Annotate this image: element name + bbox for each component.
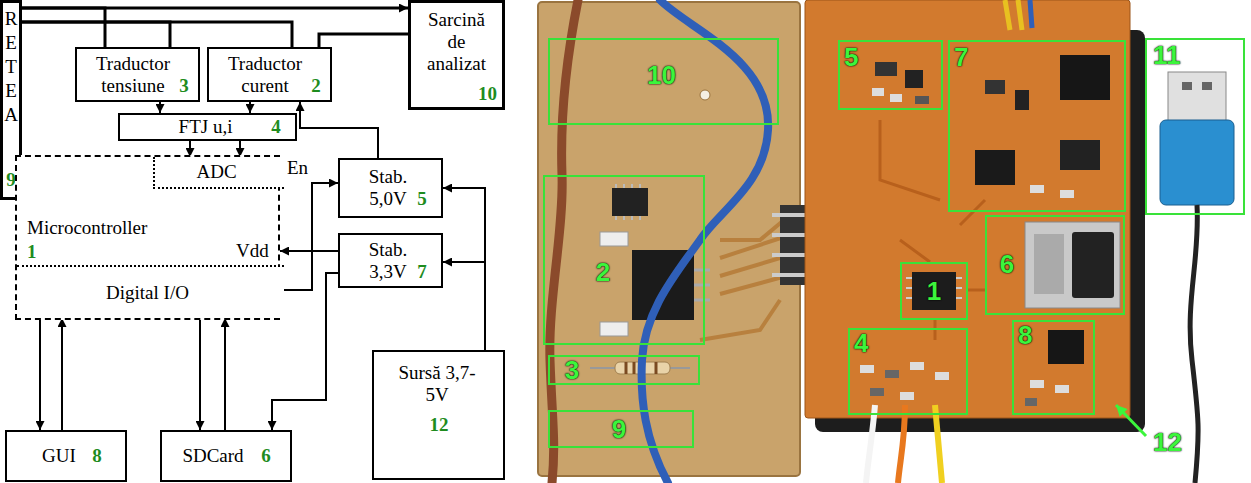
callout-number: 10: [550, 62, 773, 88]
photo-callout-box: 9: [548, 410, 694, 448]
connector-arrow: [224, 318, 226, 430]
photo-callout-box: 6: [985, 215, 1125, 315]
callout-number: 5: [414, 188, 430, 210]
callout-number: 12: [1153, 428, 1182, 456]
node-text: Stab. 5,0V: [358, 166, 418, 210]
callout-number: 2: [308, 75, 324, 97]
node-text: Microcontroller: [27, 217, 197, 239]
node-text: Digital I/O: [17, 282, 278, 304]
connector-arrow: [22, 22, 292, 47]
node-text: R E T E A: [3, 7, 19, 127]
usb-stick: [1160, 72, 1234, 483]
callout-number: 4: [268, 116, 284, 138]
connector-arrow: [443, 188, 485, 350]
regulator-box: Stab. 3,3V7: [338, 233, 443, 288]
photo-callout-box: 7: [948, 40, 1126, 212]
callout-number: 4: [854, 330, 874, 356]
connector-arrow: [39, 318, 41, 430]
regulator-box: Stab. 5,0V5: [338, 158, 443, 218]
sdcard-box: SDCard6: [160, 430, 292, 482]
edge-label: En: [287, 158, 308, 178]
node-text: ADC: [155, 161, 278, 183]
load-block: Sarcină de analizat 10: [408, 0, 505, 110]
callout-number: 5: [844, 44, 864, 70]
connector-arrow: [22, 22, 170, 47]
connector-arrow: [199, 318, 201, 430]
connector-arrow: [280, 250, 338, 252]
callout-number: 10: [461, 83, 497, 105]
filter-box: FTJ u,i4: [118, 113, 297, 141]
current-transducer-box: Traductor curent2: [207, 47, 332, 102]
photo-callout-box: 8: [1012, 320, 1095, 415]
photo-callout-box: 2: [543, 175, 705, 345]
callout-number: 6: [997, 251, 1017, 277]
photo-callout-box: 10: [548, 38, 779, 125]
node-text: Stab. 3,3V: [358, 239, 418, 283]
callout-number: 3: [562, 357, 582, 383]
callout-number: 1: [922, 278, 946, 304]
adc-block: ADC: [153, 157, 284, 189]
connector-arrow: [300, 102, 378, 158]
callout-number: 3: [176, 75, 192, 97]
connector-arrow: [22, 8, 105, 47]
node-text: Traductor curent: [215, 53, 315, 97]
leader-arrow: [1116, 405, 1146, 436]
node-text: Sursă 3,7-5V: [392, 362, 482, 406]
callout-number: 11: [1153, 42, 1189, 68]
node-text: Traductor tensiune: [83, 53, 183, 97]
photo-callout-box: 5: [838, 40, 943, 110]
connector-arrow: [443, 262, 485, 350]
callout-number: 6: [258, 445, 274, 467]
node-text: SDCard: [172, 445, 254, 467]
callout-number: 12: [419, 414, 459, 436]
node-text: GUI: [31, 445, 87, 467]
node-text: FTJ u,i: [120, 116, 291, 138]
callout-number: 7: [954, 44, 974, 70]
connector-arrow: [249, 102, 251, 113]
connector-arrow: [61, 318, 63, 430]
callout-number: 1: [27, 241, 47, 263]
callout-number: 8: [89, 445, 105, 467]
photo-callout-box: 3: [548, 355, 700, 385]
photo-callout-box: 11: [1145, 38, 1245, 215]
callout-number: 9: [550, 416, 688, 442]
connector-arrow: [159, 102, 161, 113]
digital-io-block: Digital I/O: [17, 265, 284, 318]
pin-label: Vdd: [236, 240, 269, 262]
node-text: Sarcină de analizat: [419, 9, 494, 75]
sensor-board: [538, 2, 800, 476]
logger-board: [805, 0, 1145, 483]
voltage-transducer-box: Traductor tensiune3: [75, 47, 200, 102]
callout-number: 8: [1018, 322, 1038, 348]
photo-callout-box: 1: [900, 262, 968, 320]
callout-number: 2: [591, 259, 615, 285]
power-source-box: Sursă 3,7-5V 12: [372, 350, 505, 480]
gui-box: GUI8: [5, 430, 127, 482]
photo-callout-box: 4: [848, 328, 968, 415]
callout-number: 7: [414, 261, 430, 283]
microcontroller-box: Microcontroller1 ADC Digital I/O: [15, 155, 280, 320]
connector-arrow: [319, 34, 408, 47]
